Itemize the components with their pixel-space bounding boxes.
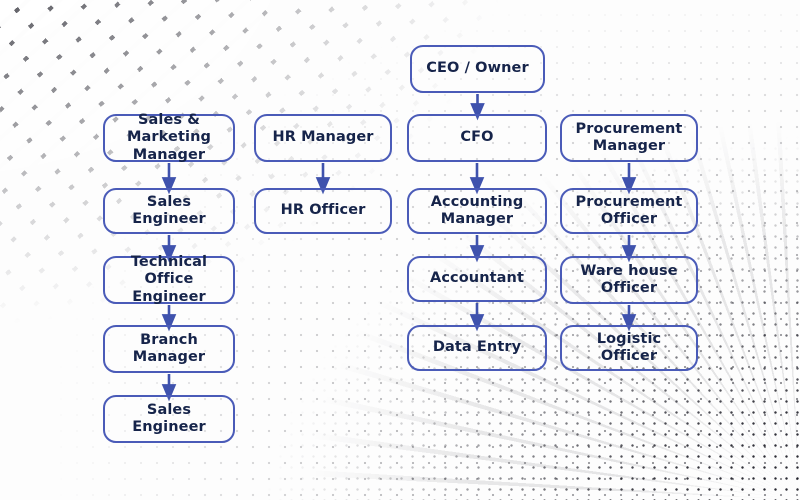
org-node-sales-engineer[interactable]: Sales Engineer [103,188,235,234]
org-node-label: HR Officer [280,202,366,219]
org-node-hr-officer[interactable]: HR Officer [254,188,392,234]
org-node-label: CEO / Owner [426,60,529,77]
org-node-label: Accounting Manager [430,193,524,227]
org-node-label: Technical Office Engineer [130,254,208,305]
org-node-cfo[interactable]: CFO [407,114,547,162]
org-node-label: HR Manager [272,129,374,146]
org-node-logistic-officer[interactable]: Logistic Officer [560,325,698,371]
org-node-label: Ware house Officer [580,262,678,296]
org-node-ceo-owner[interactable]: CEO / Owner [410,45,545,93]
org-node-label: Procurement Officer [575,193,683,227]
org-node-label: Sales Engineer [132,401,206,435]
org-node-label: Data Entry [432,339,522,356]
org-node-label: Procurement Manager [575,120,683,154]
org-node-label: Branch Manager [132,331,206,365]
org-node-sales-engineer-2[interactable]: Sales Engineer [103,395,235,443]
org-node-procurement-officer[interactable]: Procurement Officer [560,188,698,234]
org-node-sales-marketing-manager[interactable]: Sales & Marketing Manager [103,112,235,163]
org-node-accountant[interactable]: Accountant [407,256,547,302]
org-node-technical-office-engineer[interactable]: Technical Office Engineer [103,254,235,305]
org-node-label: Sales & Marketing Manager [127,112,211,163]
org-node-hr-manager[interactable]: HR Manager [254,114,392,162]
org-node-procurement-manager[interactable]: Procurement Manager [560,114,698,162]
org-node-label: Sales Engineer [132,193,206,227]
org-node-warehouse-officer[interactable]: Ware house Officer [560,256,698,304]
org-node-label: CFO [460,129,494,146]
org-node-branch-manager[interactable]: Branch Manager [103,325,235,373]
org-node-data-entry[interactable]: Data Entry [407,325,547,371]
org-node-label: Logistic Officer [596,330,662,364]
org-node-label: Accountant [430,270,524,287]
org-node-accounting-manager[interactable]: Accounting Manager [407,188,547,234]
